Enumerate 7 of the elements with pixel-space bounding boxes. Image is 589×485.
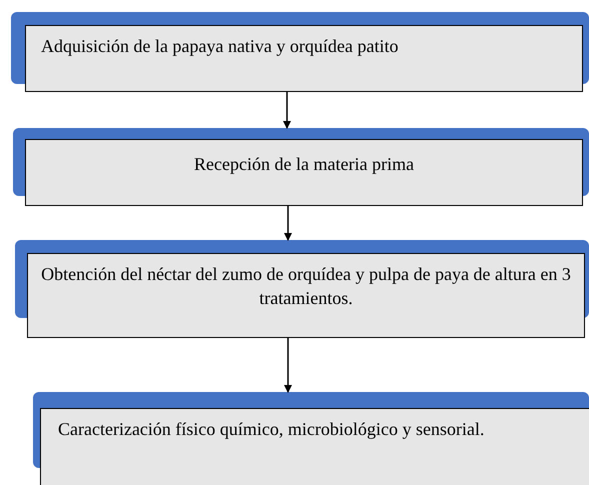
arrow [284, 206, 292, 241]
step-text: Obtención del néctar del zumo de orquídea y pulpa de paya de altura en 3 tratamientos. [40, 263, 572, 310]
step-text: Adquisición de la papaya nativa y orquídea patito [41, 35, 400, 58]
step-text: Caracterización físico químico, microbiológico y sensorial. [58, 418, 486, 441]
arrow [283, 92, 291, 129]
step-text: Recepción de la materia prima [193, 153, 415, 176]
arrow [284, 338, 292, 393]
